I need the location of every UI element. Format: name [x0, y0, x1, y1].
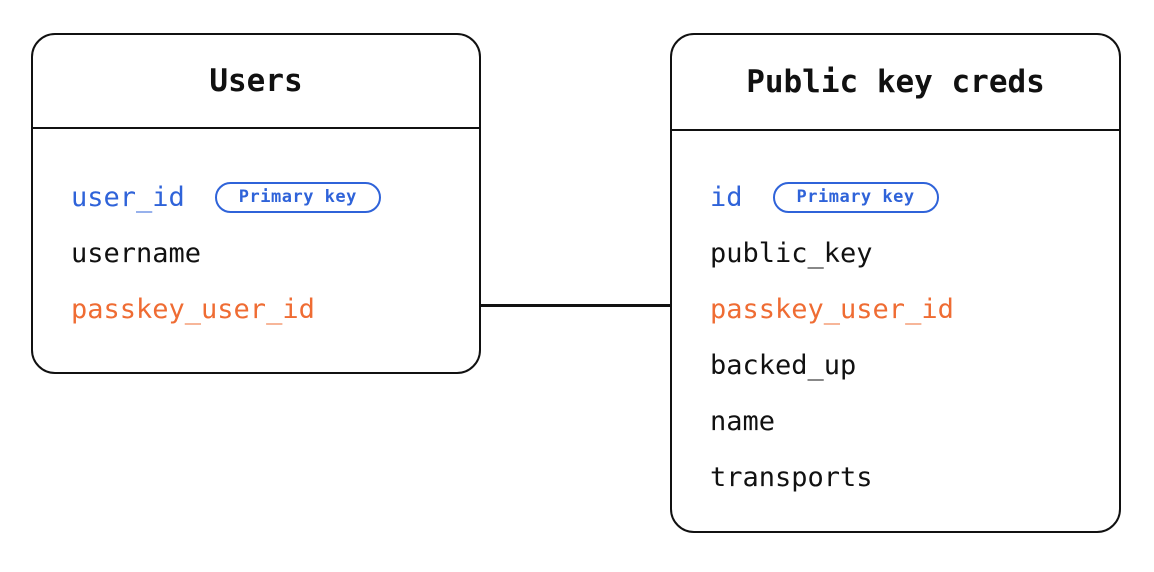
field-name-user-id: user_id — [71, 181, 185, 213]
field-row[interactable]: passkey_user_id — [710, 289, 954, 329]
field-name-id: id — [710, 181, 743, 213]
entity-users-fields: user_id Primary key username passkey_use… — [33, 129, 479, 372]
entity-public-key-creds-title: Public key creds — [746, 64, 1045, 100]
field-row[interactable]: id Primary key — [710, 177, 939, 217]
field-name-passkey-user-id: passkey_user_id — [710, 293, 954, 325]
entity-users-header: Users — [33, 35, 479, 129]
primary-key-badge: Primary key — [772, 181, 939, 213]
entity-users[interactable]: Users user_id Primary key username passk… — [31, 33, 481, 374]
field-name-backed-up: backed_up — [710, 349, 857, 381]
field-name-transports: transports — [710, 461, 873, 493]
field-row[interactable]: transports — [710, 457, 873, 497]
field-row[interactable]: name — [710, 401, 775, 441]
field-name-name: name — [710, 405, 776, 437]
primary-key-badge: Primary key — [214, 181, 381, 213]
entity-public-key-creds-header: Public key creds — [672, 35, 1119, 131]
field-name-public-key: public_key — [710, 237, 873, 269]
field-row[interactable]: public_key — [710, 233, 873, 273]
entity-public-key-creds[interactable]: Public key creds id Primary key public_k… — [670, 33, 1121, 533]
field-row[interactable]: user_id Primary key — [71, 177, 381, 217]
field-name-passkey-user-id: passkey_user_id — [71, 293, 315, 325]
entity-public-key-creds-fields: id Primary key public_key passkey_user_i… — [672, 131, 1119, 531]
entity-users-title: Users — [209, 63, 303, 99]
field-row[interactable]: username — [71, 233, 201, 273]
relationship-connector-users-to-public-key-creds — [481, 304, 672, 307]
field-name-username: username — [71, 237, 202, 269]
field-row[interactable]: passkey_user_id — [71, 289, 315, 329]
field-row[interactable]: backed_up — [710, 345, 856, 385]
